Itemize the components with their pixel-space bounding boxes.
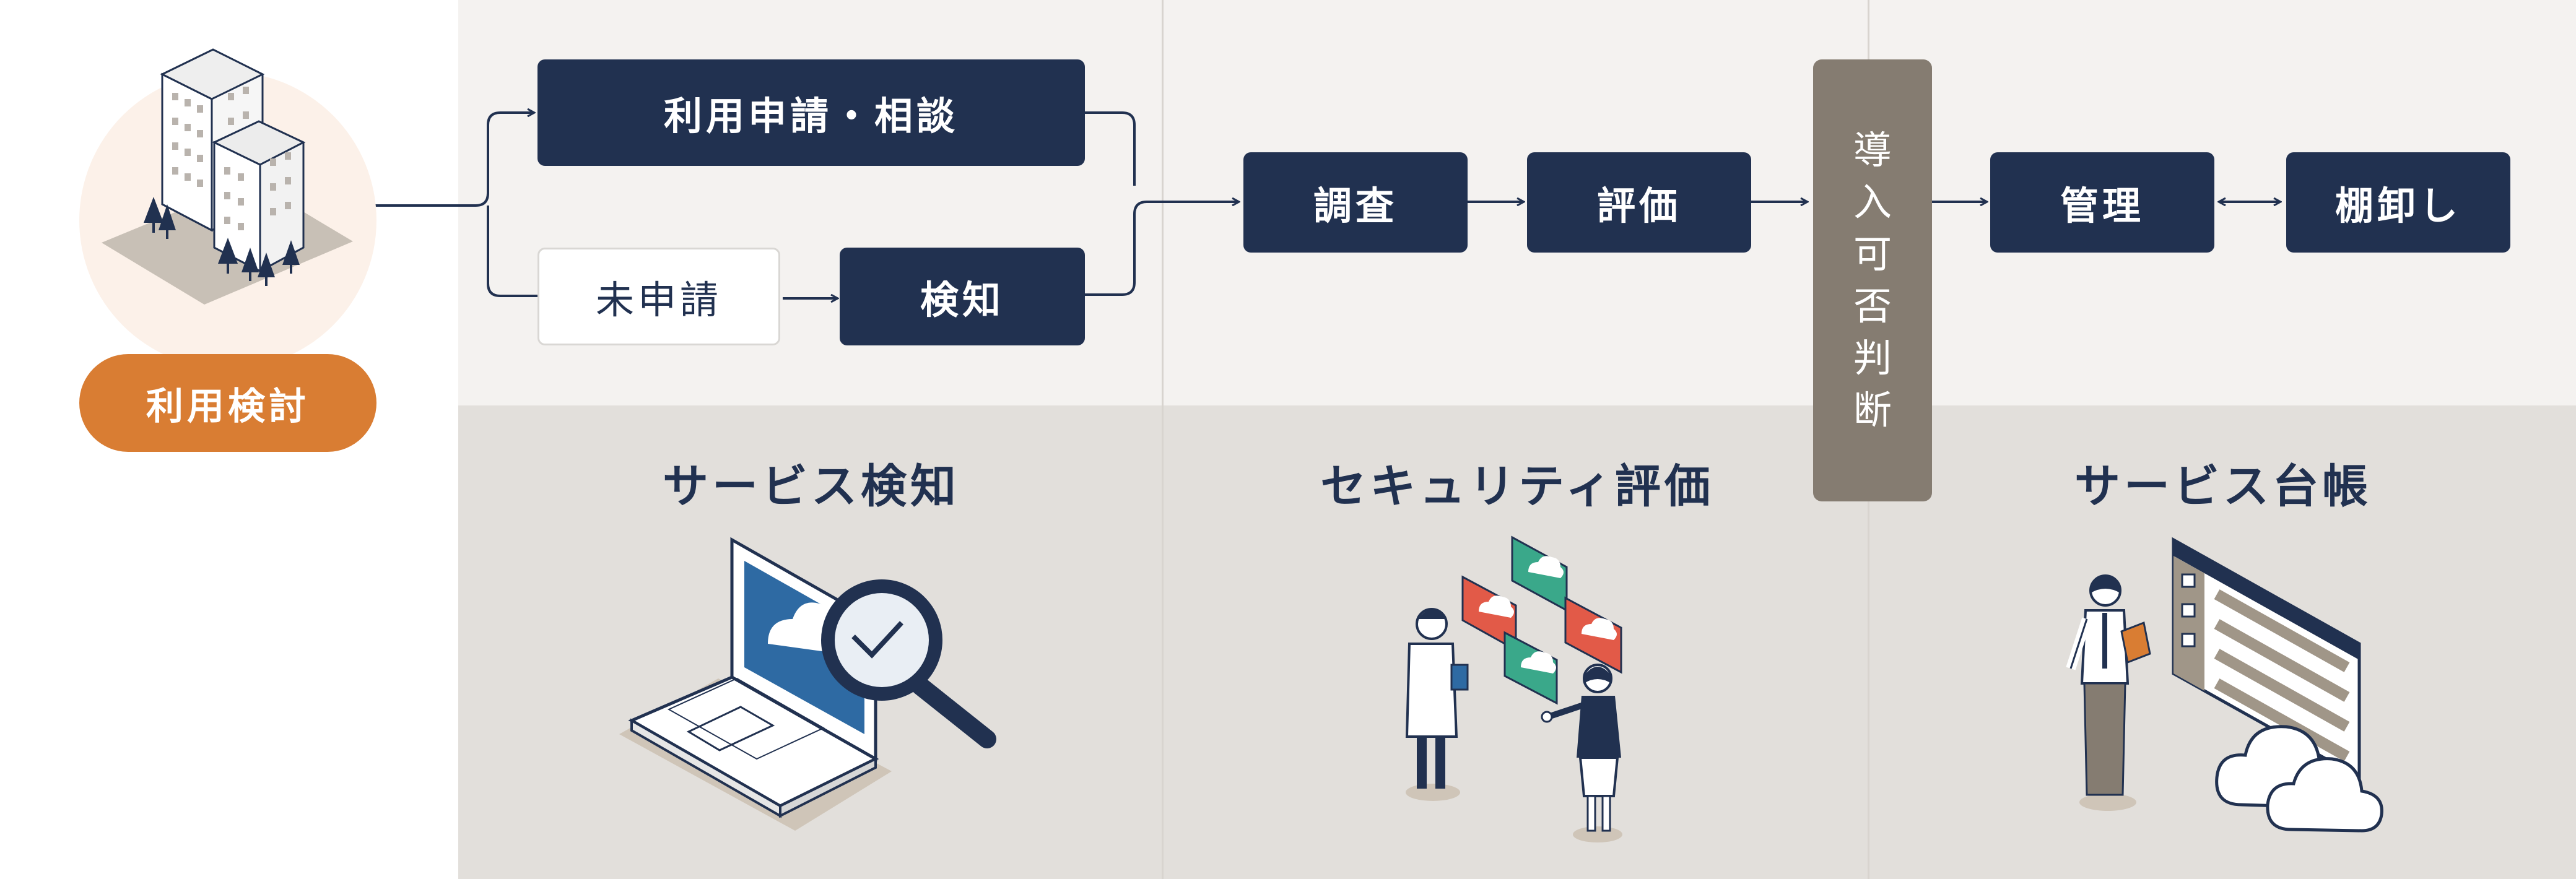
section-title-detection: サービス検知 bbox=[663, 460, 960, 513]
node-apply[interactable]: 利用申請・相談 bbox=[537, 59, 1085, 166]
node-manage[interactable]: 管理 bbox=[1990, 152, 2214, 253]
section-title-evaluation: セキュリティ評価 bbox=[1320, 460, 1714, 513]
node-inventory[interactable]: 棚卸し bbox=[2286, 152, 2510, 253]
branch-line bbox=[375, 113, 534, 207]
merge-line-top bbox=[1085, 111, 1136, 186]
branch-line-lower bbox=[487, 206, 537, 297]
section-title-ledger: サービス台帳 bbox=[2074, 460, 2372, 513]
node-survey[interactable]: 調査 bbox=[1243, 152, 1468, 253]
start-pill: 利用検討 bbox=[79, 354, 376, 452]
merge-line-bottom bbox=[1085, 202, 1238, 296]
node-detect[interactable]: 検知 bbox=[840, 248, 1085, 345]
node-unapplied[interactable]: 未申請 bbox=[537, 248, 780, 345]
node-evaluate[interactable]: 評価 bbox=[1527, 152, 1751, 253]
node-decision-label: 導入可否判断 bbox=[1853, 128, 1892, 433]
node-decision[interactable]: 導入可否判断 bbox=[1813, 59, 1932, 501]
column-divider-1 bbox=[1162, 0, 1164, 879]
